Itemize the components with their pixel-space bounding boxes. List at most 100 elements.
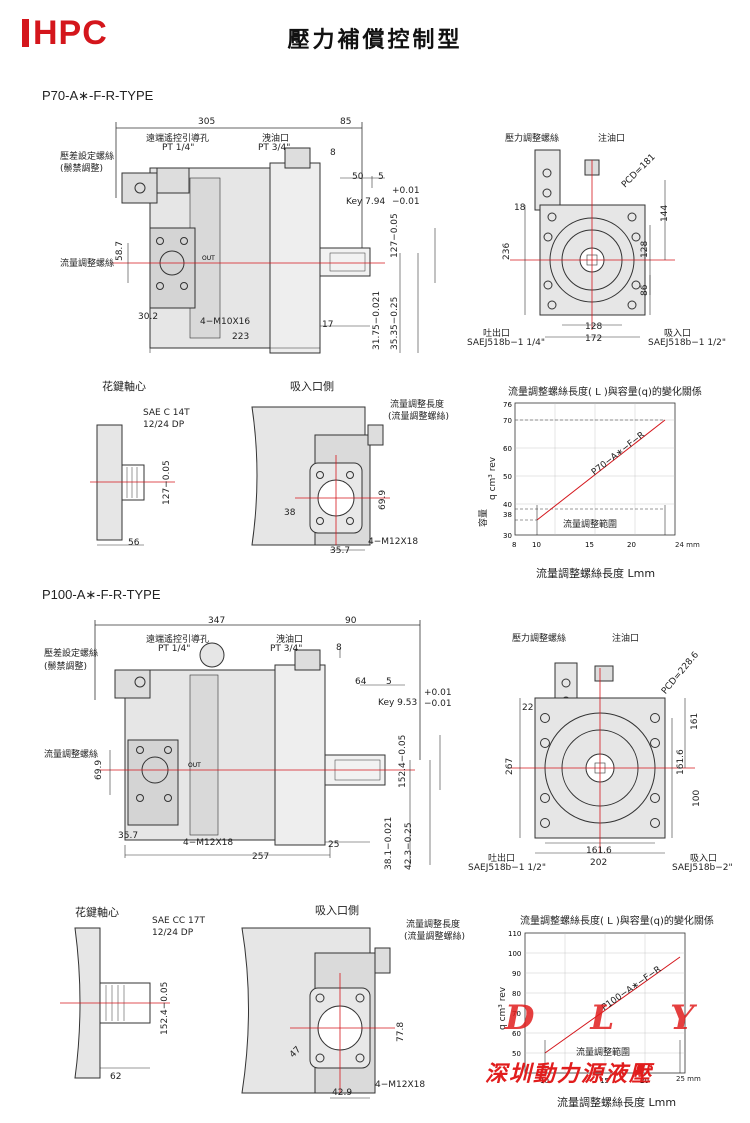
- p70-dim-30-2: 30.2: [138, 312, 159, 322]
- p100-spline-title: 花鍵軸心: [75, 906, 119, 919]
- svg-text:10: 10: [540, 1077, 549, 1085]
- p70-label-drain: 洩油口: [262, 134, 290, 144]
- p100-label-remote: 遠端遙控引導孔: [146, 635, 210, 645]
- svg-text:80: 80: [512, 990, 521, 998]
- p100-dim-69-9: 69.9: [94, 759, 104, 780]
- p70-front-drawing: OUT: [110, 122, 436, 354]
- p70-suction-adj-len: 流量調整長度: [390, 400, 445, 410]
- p70-spline-sae: SAE C 14T: [143, 408, 190, 418]
- svg-text:20: 20: [640, 1077, 649, 1085]
- p100-dim-35-7: 35.7: [118, 831, 139, 841]
- p100-suction-adj-screw: (流量調整螺絲): [404, 932, 466, 942]
- svg-text:110: 110: [508, 930, 521, 938]
- p70-label-drain-pt: PT 3/4": [258, 143, 291, 153]
- p100-side-inlet-sae: SAEJ518b−2": [672, 863, 733, 873]
- brand-logo: HPC: [22, 14, 108, 53]
- svg-text:10: 10: [532, 541, 541, 549]
- p100-dim-42-3: 42.3−0.25: [404, 822, 414, 870]
- svg-text:70: 70: [503, 417, 512, 425]
- p70-spline-w56: 56: [128, 538, 140, 548]
- p70-label-remote-pt: PT 1/4": [162, 143, 195, 153]
- p100-suction-thread: 4−M12X18: [375, 1080, 426, 1090]
- p100-label-sealed: (鬃禁調整): [44, 662, 88, 672]
- p70-dim-31-75: 31.75−0.021: [372, 290, 382, 350]
- p100-suction-d42-9: 42.9: [332, 1088, 353, 1098]
- p100-dim-8: 8: [336, 643, 342, 653]
- p70-label-flow-screw: 流量調整螺絲: [60, 259, 115, 269]
- p70-key-tol-dn: −0.01: [392, 197, 420, 207]
- p70-dim-35-35: 35.35−0.25: [390, 296, 400, 350]
- p70-suction-thread: 4−M12X18: [368, 537, 419, 547]
- watermark-company: 深圳動力源液壓: [485, 1061, 654, 1087]
- page-title: 壓力補償控制型: [287, 28, 463, 53]
- p100-side-drawing: [510, 662, 695, 854]
- p100-spline-dp: 12/24 DP: [152, 928, 194, 938]
- svg-text:50: 50: [512, 1050, 521, 1058]
- svg-text:OUT: OUT: [188, 762, 201, 769]
- p100-dim-25: 25: [328, 840, 340, 850]
- p70-side-d128v: 128: [640, 240, 650, 258]
- p70-side-drawing: [510, 149, 675, 338]
- p70-dim-85: 85: [340, 117, 352, 127]
- p100-side-outlet: 吐出口: [488, 854, 516, 864]
- p100-side-fill: 注油口: [612, 634, 640, 644]
- p100-graph-title: 流量調整螺絲長度( L )與容量(q)的變化關係: [520, 916, 714, 927]
- p100-spline-dia: 152.4−0.05: [160, 981, 170, 1035]
- p100-graph-range: 流量調整範圍: [576, 1048, 631, 1058]
- p70-spline-drawing: [90, 424, 175, 546]
- p100-dim-152-4: 152.4−0.05: [398, 734, 408, 788]
- p100-label-key: Key 9.53: [378, 698, 418, 708]
- p70-dim-8: 8: [330, 148, 336, 158]
- p70-dim-305: 305: [198, 117, 216, 127]
- p70-side-fill: 注油口: [598, 134, 626, 144]
- p100-suction-adj-len: 流量調整長度: [406, 920, 461, 930]
- p100-label-thread: 4−M12X18: [183, 838, 234, 848]
- p70-graph-xlabel: 流量調整螺絲長度 Lmm: [536, 567, 656, 580]
- p100-label-drain-pt: PT 3/4": [270, 644, 303, 654]
- p70-suction-d35-7: 35.7: [330, 546, 351, 556]
- p70-spline-title: 花鍵軸心: [102, 380, 146, 393]
- p70-dim-50: 50: [352, 172, 364, 182]
- p100-front-drawing: OUT: [94, 620, 441, 865]
- p70-graph-range: 流量調整範圍: [563, 520, 618, 530]
- p100-label-flow-screw: 流量調整螺絲: [44, 750, 99, 760]
- svg-text:8: 8: [512, 541, 516, 549]
- p100-spline-drawing: [60, 927, 170, 1079]
- p70-graph-title: 流量調整螺絲長度( L )與容量(q)的變化關係: [508, 387, 702, 398]
- p70-side-inlet: 吸入口: [664, 329, 692, 339]
- p70-suction-d69-9: 69.9: [378, 489, 388, 510]
- svg-text:60: 60: [512, 1030, 521, 1038]
- p100-dim-257: 257: [252, 852, 270, 862]
- p100-side-d100: 100: [692, 789, 702, 807]
- p70-label-thread: 4−M10X16: [200, 317, 251, 327]
- p100-key-tol-dn: −0.01: [424, 699, 452, 709]
- p70-graph-ylabel: q cm³ rev: [488, 456, 498, 500]
- p100-dim-5: 5: [386, 677, 392, 687]
- svg-text:70: 70: [512, 1010, 521, 1018]
- p100-dim-90: 90: [345, 616, 357, 626]
- p100-side-pressure-screw: 壓力調整螺絲: [512, 634, 567, 644]
- p70-suction-d38: 38: [284, 508, 296, 518]
- p70-dim-58-7: 58.7: [115, 240, 126, 262]
- p100-key-tol-up: +0.01: [424, 688, 452, 698]
- p100-dim-38-1: 38.1−0.021: [384, 816, 394, 870]
- p100-side-d202: 202: [590, 858, 608, 868]
- svg-text:15: 15: [585, 541, 594, 549]
- p70-side-pressure-screw: 壓力調整螺絲: [505, 134, 560, 144]
- p70-label-sealed: (鬃禁調整): [60, 164, 104, 174]
- p100-label-drain: 洩油口: [276, 635, 304, 645]
- p70-dim-127: 127−0.05: [390, 213, 400, 258]
- svg-text:20: 20: [627, 541, 636, 549]
- svg-text:60: 60: [503, 445, 512, 453]
- p100-side-d267: 267: [505, 757, 515, 775]
- svg-text:OUT: OUT: [202, 255, 215, 262]
- p70-label-pressure-set: 壓差設定螺絲: [60, 152, 115, 162]
- p70-suction-adj-screw: (流量調整螺絲): [388, 412, 450, 422]
- p70-side-outlet-sae: SAEJ518b−1 1/4": [467, 338, 546, 348]
- p70-key-tol-up: +0.01: [392, 186, 420, 196]
- p70-spline-dia: 127−0.05: [162, 460, 172, 505]
- p70-side-d172: 172: [585, 334, 603, 344]
- p70-dim-17: 17: [322, 320, 334, 330]
- p100-dim-64: 64: [355, 677, 367, 687]
- p70-label-remote: 遠端遙控引導孔: [146, 134, 210, 144]
